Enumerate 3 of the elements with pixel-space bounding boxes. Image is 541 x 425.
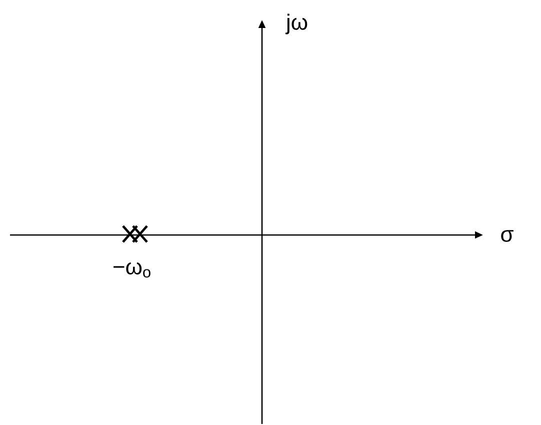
pole-label: −ω$_{o}$ <box>114 262 150 278</box>
jw-axis-label: jω <box>285 14 308 34</box>
sigma-axis-label: σ <box>501 230 514 242</box>
